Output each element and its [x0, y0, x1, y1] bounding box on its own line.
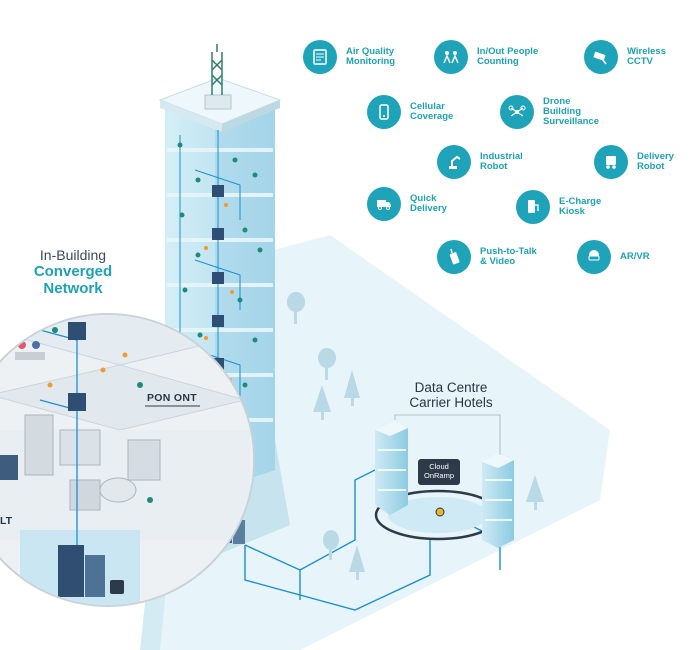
delivery-robot-icon [594, 145, 628, 179]
service-label: In/Out People Counting [477, 46, 539, 67]
service-echarge: E-Charge Kiosk [516, 190, 601, 224]
fiber-network-lines [244, 459, 501, 611]
tree [313, 385, 331, 420]
service-air-quality: Air Quality Monitoring [303, 40, 395, 74]
robot-arm-icon [437, 145, 471, 179]
in-building-line3: Network [43, 280, 103, 297]
olt-server-rack [58, 545, 84, 597]
pon-ont-label: PON ONT [147, 392, 197, 404]
service-arvr: AR/VR [577, 240, 650, 274]
cloud-onramp-label: Cloud OnRamp [418, 459, 460, 485]
dc-leader-lines [394, 414, 501, 455]
service-label: Delivery Robot [637, 151, 674, 172]
ev-charger-icon [516, 190, 550, 224]
trees [287, 292, 544, 580]
lock-icon [110, 580, 124, 594]
service-label: Industrial Robot [480, 151, 523, 172]
service-drone: Drone Building Surveillance [500, 95, 599, 129]
cloud-line1: Cloud [429, 462, 449, 471]
cloud-line2: OnRamp [423, 470, 454, 480]
in-building-title: In-Building Converged Network [18, 247, 128, 297]
drone-icon [500, 95, 534, 129]
tree [323, 530, 339, 560]
tree [526, 475, 544, 510]
industrial-tank [99, 477, 137, 503]
service-delivery-robot: Delivery Robot [594, 145, 674, 179]
service-cctv: Wireless CCTV [584, 40, 666, 74]
service-label: AR/VR [620, 251, 650, 262]
service-people-counting: In/Out People Counting [434, 40, 538, 74]
industrial-machine [127, 439, 161, 481]
industrial-machine [24, 414, 54, 476]
cctv-camera-icon [584, 40, 618, 74]
olt-label: LT [0, 515, 13, 527]
service-label: Quick Delivery [410, 193, 447, 214]
data-centre-title: Data Centre Carrier Hotels [396, 380, 506, 410]
pon-ont-device [68, 322, 86, 340]
service-label: E-Charge Kiosk [559, 196, 602, 217]
service-label: Wireless CCTV [627, 46, 666, 67]
cloud-onramp-point [435, 507, 445, 517]
tree [344, 370, 360, 406]
desk [15, 352, 45, 360]
roof-unit [204, 94, 232, 110]
cellular-coverage-icon [367, 95, 401, 129]
industrial-machine [59, 429, 101, 466]
service-label: Cellular Coverage [410, 101, 454, 122]
tree [318, 348, 336, 380]
dc-building-left [375, 420, 408, 515]
service-industrial-robot: Industrial Robot [437, 145, 523, 179]
wifi-icons [47, 352, 128, 388]
service-label: Air Quality Monitoring [346, 46, 396, 67]
service-label: Push-to-Talk & Video [480, 246, 537, 267]
service-ptt: Push-to-Talk & Video [437, 240, 537, 274]
vr-headset-icon [577, 240, 611, 274]
data-centre [374, 414, 514, 548]
antenna-icon [211, 44, 223, 95]
data-centre-line2: Carrier Hotels [409, 395, 493, 410]
service-cellular: Cellular Coverage [367, 95, 453, 129]
people-counting-icon [434, 40, 468, 74]
worker [32, 341, 40, 349]
desk [0, 455, 18, 480]
in-building-line2: Converged [33, 263, 113, 280]
service-quick-delivery: Quick Delivery [367, 187, 447, 221]
data-centre-line1: Data Centre [414, 380, 488, 395]
in-building-zoom-circle [0, 313, 255, 607]
walkie-talkie-icon [437, 240, 471, 274]
industrial-machine [69, 479, 101, 511]
tree [349, 545, 365, 580]
delivery-truck-icon [367, 187, 401, 221]
pon-ont-device [68, 393, 86, 411]
service-label: Drone Building Surveillance [543, 96, 599, 127]
in-building-line1: In-Building [39, 247, 107, 263]
air-quality-icon [303, 40, 337, 74]
tree [287, 292, 305, 324]
